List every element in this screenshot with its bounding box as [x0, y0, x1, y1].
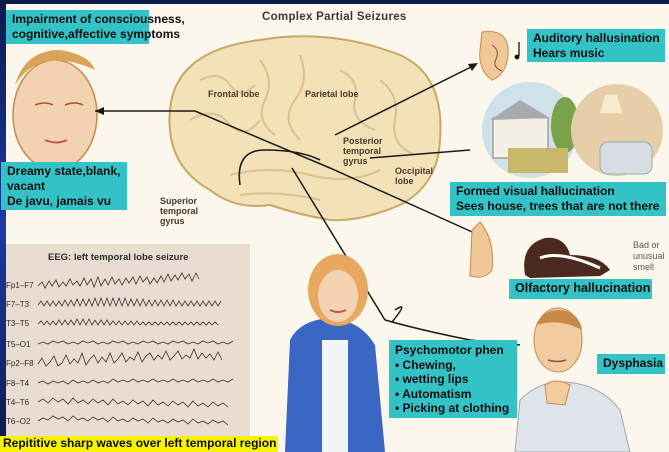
- callout-auditory-hallucination: Auditory hallusination Hears music: [527, 29, 665, 62]
- nose-skunk-illustration: [469, 221, 610, 278]
- diagram-title: Complex Partial Seizures: [262, 11, 407, 23]
- eeg-channel-label: T4–T6: [6, 398, 30, 407]
- eeg-channel-label: Fp2–F8: [6, 359, 34, 368]
- label-superior-temporal-gyrus: Superior temporal gyrus: [160, 196, 199, 226]
- eeg-channel-label: T5–O1: [6, 340, 31, 349]
- eeg-traces: [37, 272, 234, 426]
- eeg-channel-label: Fp1–F7: [6, 281, 34, 290]
- label-posterior-temporal-gyrus: Posterior temporal gyrus: [343, 136, 383, 166]
- man-dysphasia-illustration: [514, 307, 631, 452]
- caption-eeg-sharp-waves: Repititive sharp waves over left tempora…: [0, 436, 278, 452]
- top-frame-bar: [0, 0, 669, 4]
- eeg-channel-label: T3–T5: [6, 319, 30, 328]
- callout-impairment-consciousness: Impairment of consciousness, cognitive,a…: [6, 10, 185, 44]
- smell-note: Bad or unusual smell: [633, 240, 665, 272]
- eeg-channel-label: T6–O2: [6, 417, 31, 426]
- label-occipital-lobe: Occipital lobe: [395, 166, 434, 186]
- eeg-title: EEG: left temporal lobe seizure: [48, 252, 189, 263]
- callout-visual-hallucination: Formed visual hallucination Sees house, …: [450, 182, 666, 216]
- eeg-panel: EEG: left temporal lobe seizure Fp1–F7 F…: [6, 244, 250, 436]
- ear-illustration: [479, 30, 520, 81]
- eeg-channel-label: F7–T3: [6, 300, 30, 309]
- callout-dreamy-state: Dreamy state,blank, vacant De javu, jama…: [1, 162, 127, 210]
- eeg-channel-label: F8–T4: [6, 379, 30, 388]
- face-dreamy-illustration: [12, 50, 98, 171]
- callout-olfactory-hallucination: Olfactory hallucination: [509, 279, 652, 299]
- label-frontal-lobe: Frontal lobe: [208, 89, 260, 99]
- woman-psychomotor-illustration: [285, 254, 385, 452]
- callout-psychomotor: Psychomotor phen • Chewing, • wetting li…: [389, 340, 517, 418]
- visual-hallucination-illustration: [482, 82, 663, 178]
- callout-dysphasia: Dysphasia: [597, 354, 665, 374]
- label-parietal-lobe: Parietal lobe: [305, 89, 359, 99]
- left-frame-bar: [0, 0, 6, 452]
